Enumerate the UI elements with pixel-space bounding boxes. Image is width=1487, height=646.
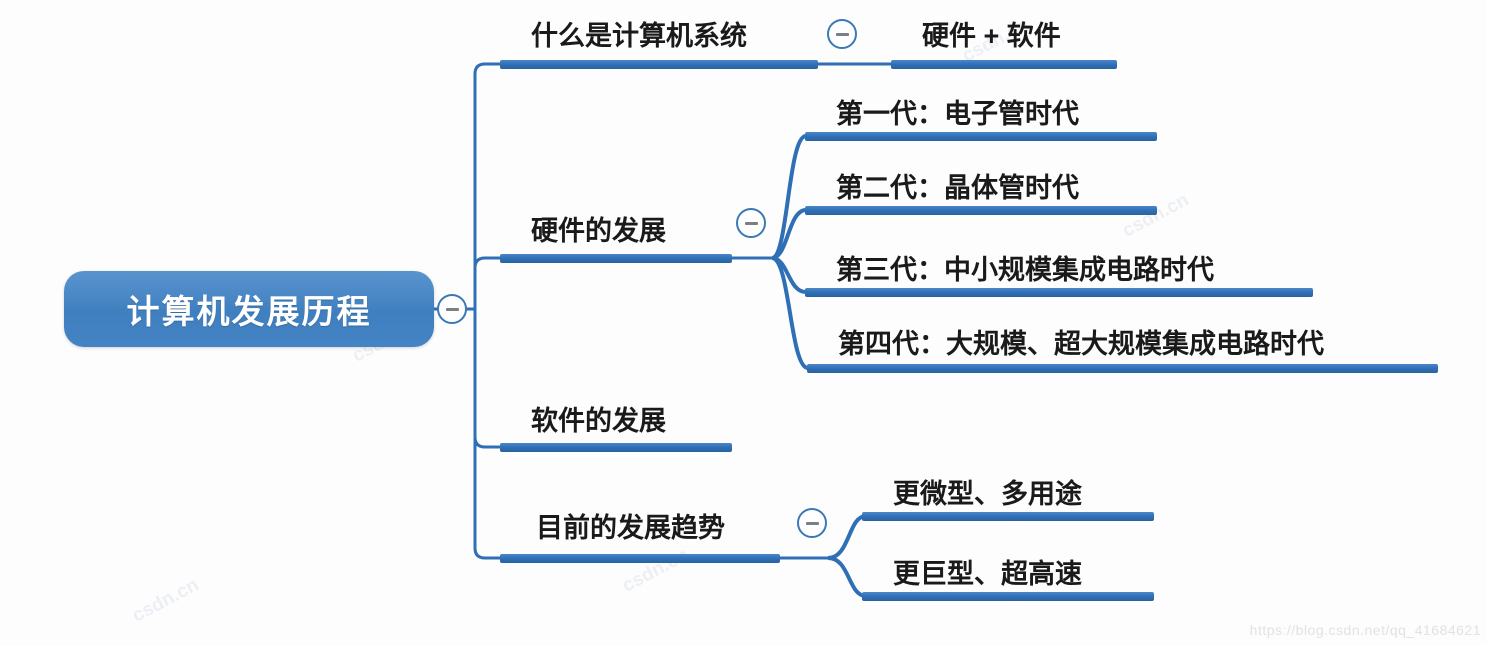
- leaf-underline-2-3: [805, 288, 1313, 297]
- branch-label-3[interactable]: 软件的发展: [531, 406, 666, 436]
- root-node-label: 计算机发展历程: [126, 293, 372, 330]
- branch-label-1[interactable]: 什么是计算机系统: [531, 21, 747, 51]
- watermark-tile: csdn.cn: [1119, 189, 1193, 242]
- leaf-label-2-2[interactable]: 第二代：晶体管时代: [836, 173, 1079, 203]
- branch-underline-4: [500, 554, 780, 563]
- root-node[interactable]: 计算机发展历程: [64, 271, 434, 347]
- leaf-label-1-1[interactable]: 硬件 + 软件: [922, 21, 1061, 51]
- leaf-label-2-3[interactable]: 第三代：中小规模集成电路时代: [836, 255, 1214, 285]
- watermark-tile: csdn.cn: [129, 574, 203, 627]
- minus-icon: [744, 221, 758, 225]
- leaf-label-2-1[interactable]: 第一代：电子管时代: [836, 99, 1079, 129]
- leaf-underline-2-4: [807, 364, 1438, 373]
- leaf-label-2-4[interactable]: 第四代：大规模、超大规模集成电路时代: [838, 329, 1324, 359]
- branch-underline-1: [500, 60, 818, 69]
- collapse-toggle-branch-4[interactable]: [797, 508, 827, 538]
- collapse-toggle-branch-2[interactable]: [736, 208, 766, 238]
- leaf-label-4-1[interactable]: 更微型、多用途: [893, 479, 1082, 509]
- leaf-underline-2-2: [805, 206, 1157, 215]
- leaf-underline-2-1: [805, 132, 1157, 141]
- watermark-tile: csdn.cn: [619, 544, 693, 597]
- branch-label-4[interactable]: 目前的发展趋势: [536, 513, 725, 543]
- minus-icon: [445, 307, 459, 311]
- collapse-toggle-root[interactable]: [437, 294, 467, 324]
- branch-underline-3: [500, 443, 732, 452]
- branch-underline-2: [500, 254, 732, 263]
- leaf-underline-1-1: [891, 60, 1117, 69]
- leaf-underline-4-2: [862, 592, 1154, 601]
- minus-icon: [835, 32, 849, 36]
- branch-label-2[interactable]: 硬件的发展: [531, 216, 666, 246]
- minus-icon: [805, 521, 819, 525]
- watermark-url: https://blog.csdn.net/qq_41684621: [1249, 622, 1481, 638]
- collapse-toggle-branch-1[interactable]: [827, 19, 857, 49]
- leaf-underline-4-1: [862, 512, 1154, 521]
- leaf-label-4-2[interactable]: 更巨型、超高速: [893, 559, 1082, 589]
